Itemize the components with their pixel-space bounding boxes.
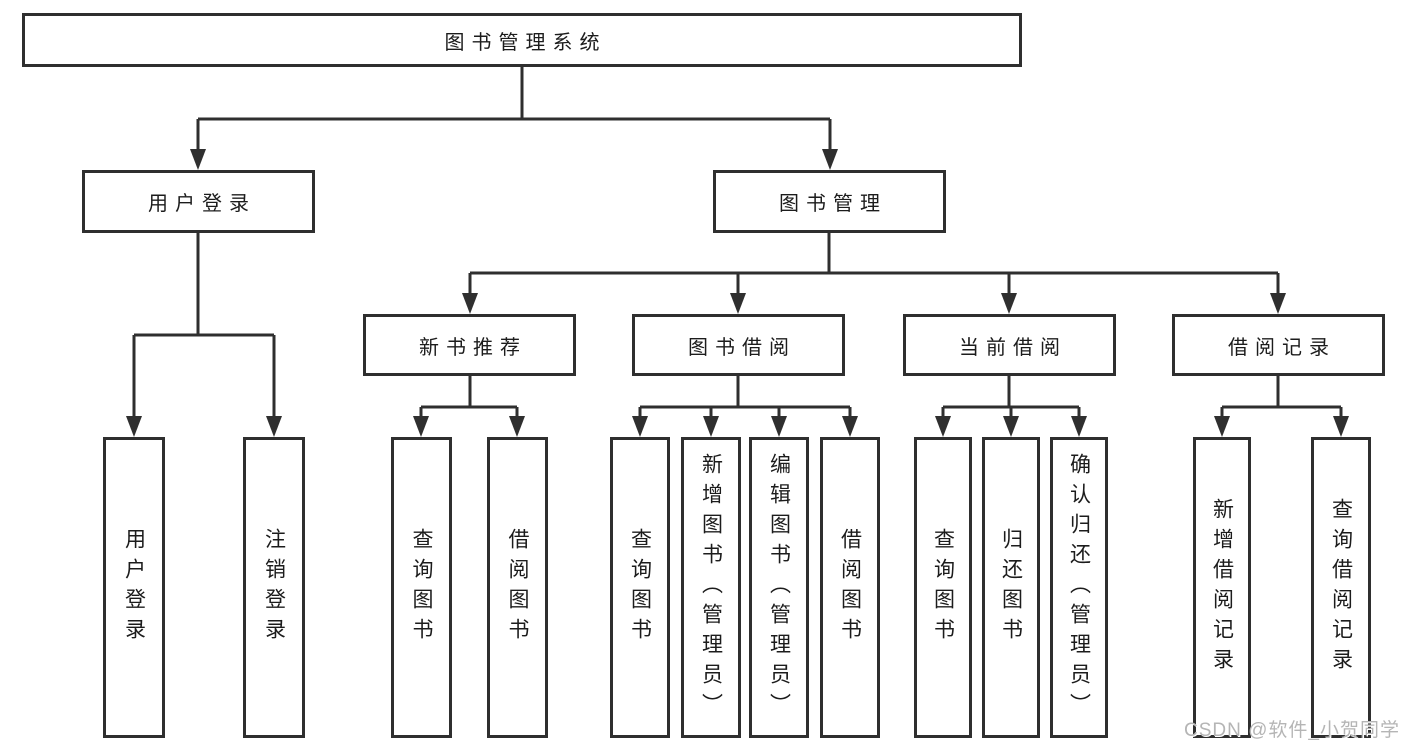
node-leaf-edit-book-admin: 编辑图书（管理员）: [749, 437, 809, 738]
node-label: 用户登录: [148, 193, 256, 215]
node-label: 新书推荐: [419, 336, 527, 359]
node-new-book-recommend: 新书推荐: [363, 314, 576, 376]
arrowhead: [842, 416, 858, 437]
arrowhead: [730, 293, 746, 314]
node-label: 图书管理: [779, 193, 887, 215]
node-label: 借阅图书: [506, 527, 529, 648]
connector-line: [419, 376, 519, 420]
node-leaf-query-borrow-record: 查询借阅记录: [1311, 437, 1371, 738]
arrowhead: [509, 416, 525, 437]
connector-line: [941, 376, 1081, 420]
node-label: 图书管理系统: [444, 31, 607, 54]
node-leaf-borrow-books-2: 借阅图书: [820, 437, 880, 738]
node-leaf-confirm-return-admin: 确认归还（管理员）: [1050, 437, 1108, 738]
connector-current-borrow-subtree: [935, 376, 1087, 437]
arrowhead: [771, 416, 787, 437]
arrowhead: [126, 416, 142, 437]
node-leaf-return-book: 归还图书: [982, 437, 1040, 738]
node-book-management: 图书管理: [713, 170, 946, 233]
arrowhead: [266, 416, 282, 437]
arrowhead: [1333, 416, 1349, 437]
arrowhead: [1214, 416, 1230, 437]
node-label: 借阅记录: [1228, 336, 1336, 359]
node-leaf-borrow-books-1: 借阅图书: [487, 437, 548, 738]
node-leaf-query-books-3: 查询图书: [914, 437, 972, 738]
arrowhead: [1003, 416, 1019, 437]
connector-book-mgmt-subtree: [462, 233, 1286, 314]
connector-book-borrow-subtree: [632, 376, 858, 437]
connector-line: [132, 233, 276, 420]
node-current-borrow: 当前借阅: [903, 314, 1116, 376]
node-label: 确认归还（管理员）: [1067, 452, 1091, 723]
arrowhead: [935, 416, 951, 437]
node-leaf-add-book-admin: 新增图书（管理员）: [681, 437, 741, 738]
node-label: 查询图书: [628, 527, 652, 648]
node-label: 图书借阅: [688, 336, 796, 359]
arrowhead: [632, 416, 648, 437]
node-leaf-query-books-2: 查询图书: [610, 437, 670, 738]
node-label: 新增图书（管理员）: [699, 452, 723, 723]
node-label: 借阅图书: [838, 527, 862, 648]
arrowhead: [462, 293, 478, 314]
node-label: 查询图书: [931, 527, 955, 648]
node-label: 编辑图书（管理员）: [767, 452, 791, 723]
node-leaf-query-books-1: 查询图书: [391, 437, 452, 738]
node-label: 注销登录: [262, 527, 286, 648]
arrowhead: [1071, 416, 1087, 437]
node-leaf-logout: 注销登录: [243, 437, 305, 738]
connector-line: [638, 376, 852, 420]
connector-borrow-records-subtree: [1214, 376, 1349, 437]
node-label: 查询借阅记录: [1329, 497, 1353, 678]
arrowhead: [1001, 293, 1017, 314]
connector-new-book-subtree: [413, 376, 525, 437]
arrowhead: [190, 149, 206, 170]
connector-line: [196, 67, 832, 153]
csdn-watermark: CSDN @软件_小贺同学: [1184, 720, 1400, 741]
node-borrow-records: 借阅记录: [1172, 314, 1385, 376]
node-leaf-user-login: 用户登录: [103, 437, 165, 738]
connector-line: [468, 233, 1280, 297]
node-leaf-add-borrow-record: 新增借阅记录: [1193, 437, 1251, 738]
arrowhead: [413, 416, 429, 437]
arrowhead: [822, 149, 838, 170]
node-book-borrow: 图书借阅: [632, 314, 845, 376]
node-label: 归还图书: [999, 527, 1023, 648]
connector-root-subtree: [190, 67, 838, 170]
node-label: 查询图书: [410, 527, 433, 648]
connector-user-login-subtree: [126, 233, 282, 437]
node-user-login: 用户登录: [82, 170, 315, 233]
node-label: 当前借阅: [959, 336, 1067, 359]
arrowhead: [703, 416, 719, 437]
arrowhead: [1270, 293, 1286, 314]
node-label: 用户登录: [122, 527, 146, 648]
node-label: 新增借阅记录: [1210, 497, 1234, 678]
node-root-system: 图书管理系统: [22, 13, 1022, 67]
connector-line: [1220, 376, 1343, 420]
